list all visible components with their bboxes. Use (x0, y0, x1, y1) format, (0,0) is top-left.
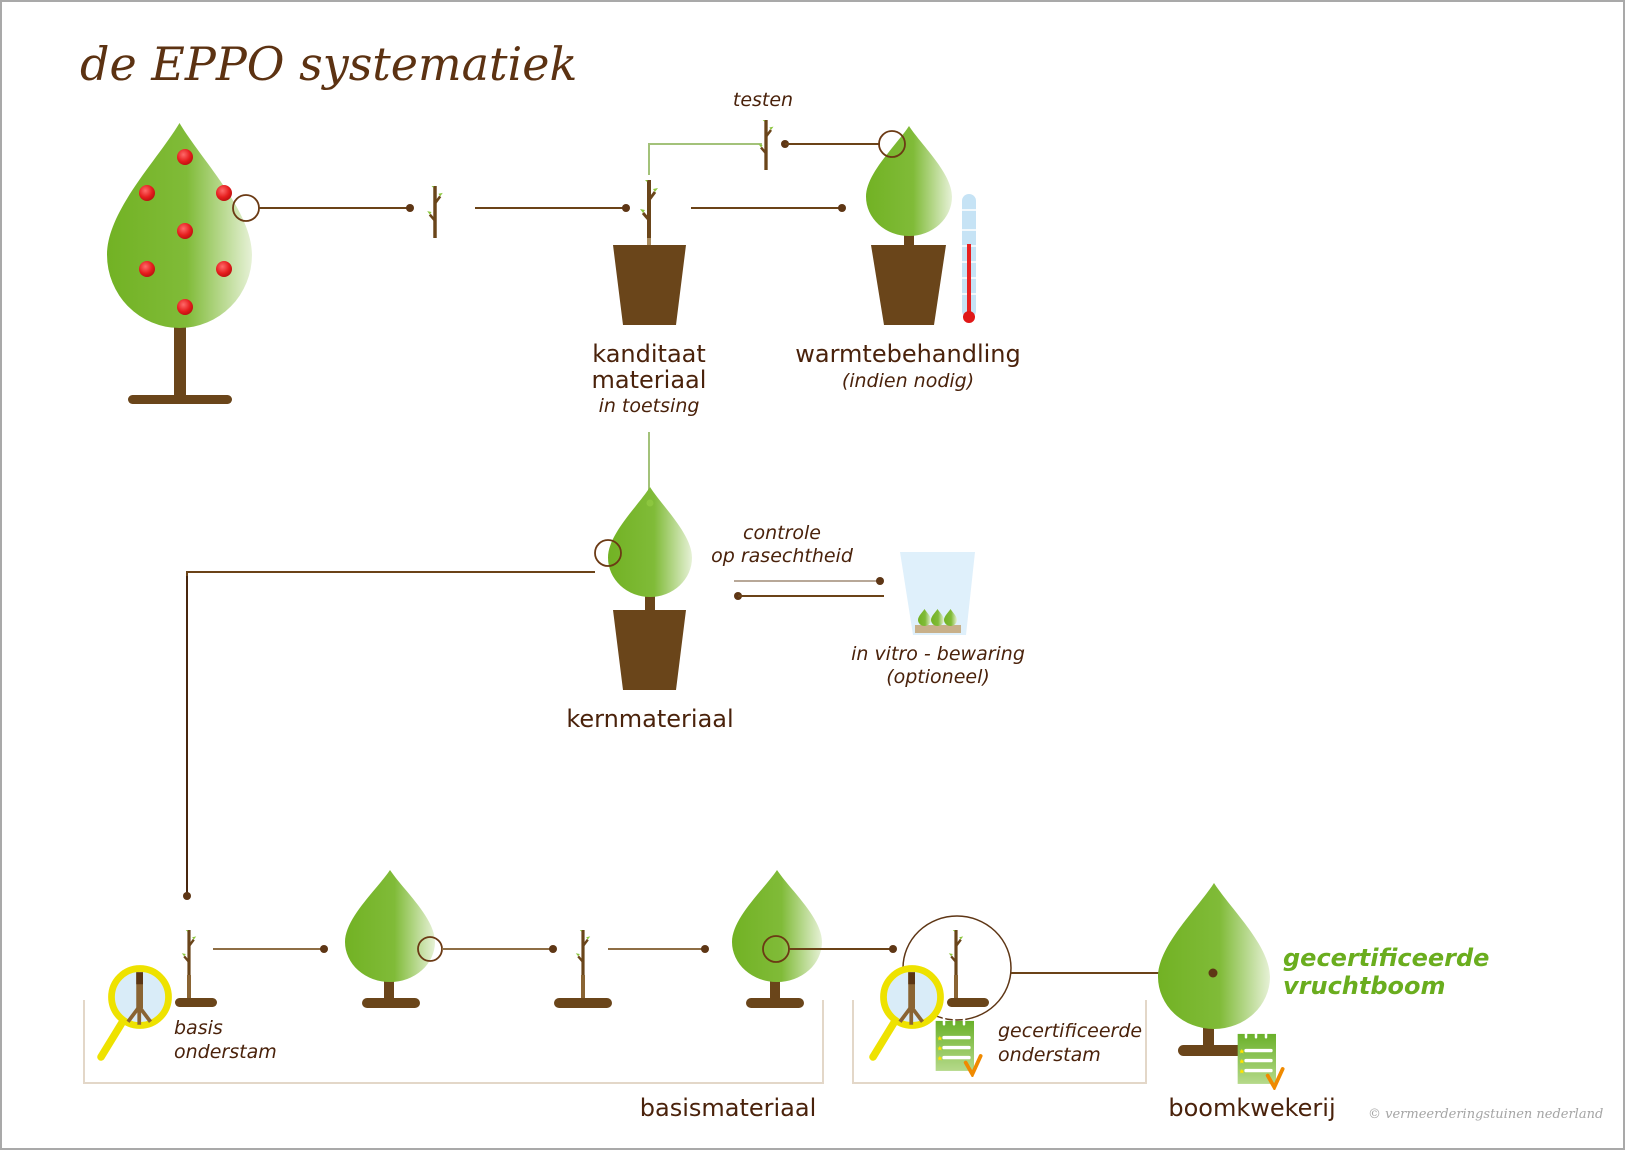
invitro-label: in vitro - bewaring (851, 643, 1025, 665)
basis-onderstam-label-2: onderstam (174, 1041, 277, 1063)
controle-label-2: op rasechtheid (711, 545, 854, 567)
basismateriaal-label: basismateriaal (640, 1094, 817, 1122)
fruit-icon (216, 261, 232, 277)
source-fruit-tree (107, 123, 260, 404)
page-title: de EPPO systematiek (80, 37, 577, 91)
kandidaat-label: kanditaat (592, 340, 706, 368)
tree-base (554, 998, 612, 1008)
tree-crown (345, 870, 435, 982)
magnifier-icon (873, 969, 941, 1058)
fruit-icon (139, 185, 155, 201)
connector-dot (549, 945, 557, 953)
fruit-icon (139, 261, 155, 277)
connector-dot (701, 945, 709, 953)
magnifier-icon (101, 969, 169, 1058)
pot-icon (613, 610, 686, 690)
fruit-icon (177, 299, 193, 315)
tree-trunk (645, 588, 655, 612)
thermometer-icon (962, 194, 976, 323)
scion-stick-icon (947, 930, 965, 978)
connector-dot (838, 204, 846, 212)
selection-ring (878, 130, 906, 158)
kern-label: kernmateriaal (566, 705, 733, 733)
basismateriaal-group-box (83, 1000, 824, 1084)
connector-dot (320, 945, 328, 953)
fruit-icon (177, 149, 193, 165)
connector-dot (183, 892, 191, 900)
connector-dot (406, 204, 414, 212)
tree-trunk (1203, 1020, 1214, 1050)
testen-label: testen (733, 89, 793, 111)
kern-to-basis-connector (186, 571, 595, 893)
fruit-icon (177, 223, 193, 239)
tree-base (175, 998, 217, 1007)
scion-stick-icon (180, 930, 198, 978)
connector-dot (876, 577, 884, 585)
testen-connector (648, 143, 762, 175)
tree-trunk (770, 975, 780, 1003)
warmte-label: warmtebehandling (795, 340, 1020, 368)
tree-trunk (174, 312, 186, 400)
connector-dot (622, 204, 630, 212)
basis-tree-2 (732, 870, 822, 1008)
scion-stick-icon (574, 930, 592, 978)
scion-stick-icon (425, 186, 445, 238)
tree-base (1178, 1045, 1246, 1056)
basis-scion (554, 930, 612, 1008)
certificate-icon (934, 1014, 983, 1077)
tree-base (362, 998, 420, 1008)
kandidaat-label-2: materiaal (592, 366, 707, 394)
kern-pot (594, 487, 692, 690)
basis-onderstam-label: basis (174, 1017, 223, 1039)
certificate-icon (1236, 1027, 1285, 1090)
tree-trunk (384, 975, 394, 1003)
onderstam-group-box (852, 1000, 1147, 1084)
kandidaat-sublabel: in toetsing (599, 395, 700, 417)
scion-stick-icon (639, 180, 659, 240)
tree-base (128, 395, 232, 404)
pot-icon (871, 245, 946, 325)
basis-tree-1 (345, 870, 443, 1008)
fruit-icon (216, 185, 232, 201)
boomkwekerij-label: boomkwekerij (1168, 1094, 1335, 1122)
pot-icon (613, 245, 686, 325)
tree-base (947, 998, 989, 1007)
tree-crown (732, 870, 822, 982)
connector-dot (889, 945, 897, 953)
invitro-label-2: (optioneel) (886, 666, 990, 688)
gecertificeerde-vruchtboom (1158, 883, 1285, 1090)
tree-crown (1158, 883, 1270, 1029)
copyright-text: © vermeerderingstuinen nederland (1368, 1107, 1603, 1122)
gecert-onderstam-label: gecertificeerde (998, 1020, 1142, 1042)
connector-dot (1208, 968, 1218, 978)
gecertificeerde-onderstam (873, 915, 1012, 1077)
in-vitro-jar-icon (900, 552, 975, 635)
tree-base (746, 998, 804, 1008)
gecert-onderstam-label-2: onderstam (998, 1044, 1101, 1066)
controle-label: controle (743, 522, 821, 544)
warmte-sublabel: (indien nodig) (842, 370, 974, 392)
warmte-pot (866, 126, 952, 325)
kandidaat-pot (613, 180, 686, 325)
fruit-group (139, 149, 232, 315)
basis-onderstam (101, 930, 217, 1058)
gecert-vruchtboom-label: gecertificeerde (1283, 944, 1489, 972)
gecert-vruchtboom-label-2: vruchtboom (1283, 972, 1446, 1000)
selection-ring (594, 539, 622, 567)
